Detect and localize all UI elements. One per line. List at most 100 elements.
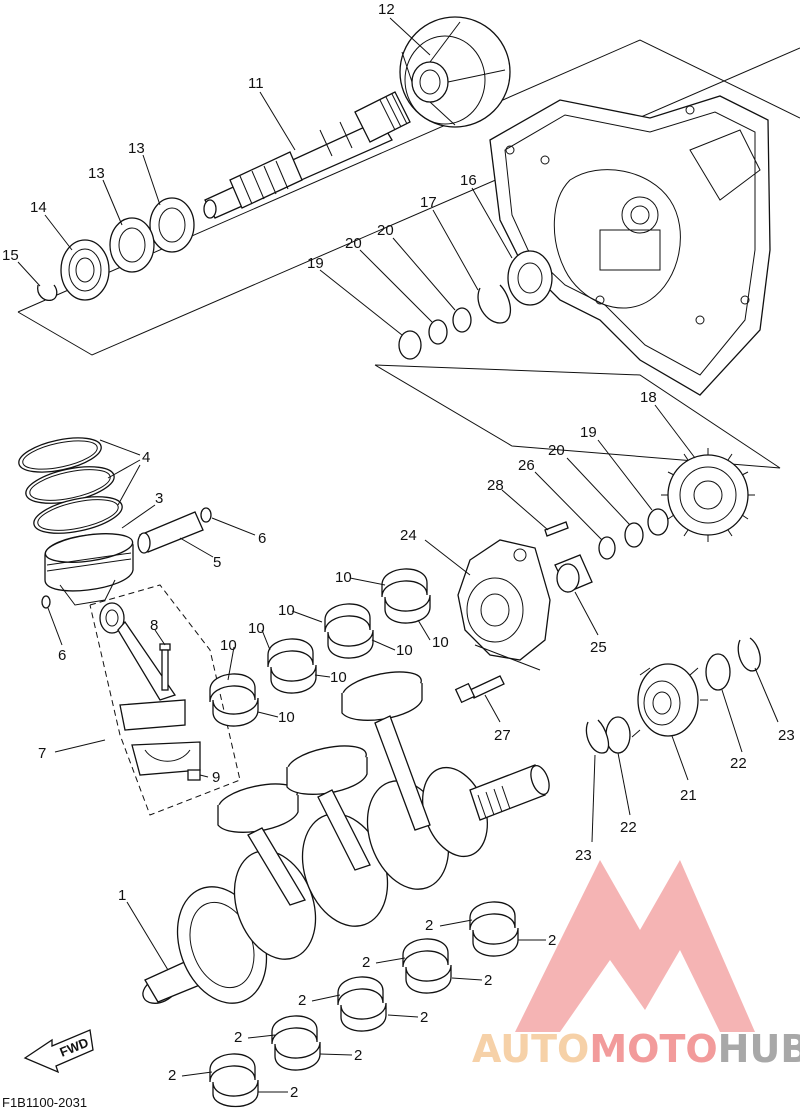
watermark-auto: AUTO [472, 1027, 589, 1071]
part-11-shaft [203, 91, 411, 219]
label-20: 20 [548, 442, 565, 459]
label-28: 28 [487, 477, 504, 494]
label-10: 10 [432, 634, 449, 651]
part-2-bearing-pair-4 [402, 938, 452, 994]
part-10-bearing-pair-1 [209, 673, 259, 727]
part-9-nut [187, 769, 201, 781]
label-19: 19 [580, 424, 597, 441]
label-15: 15 [2, 247, 19, 264]
part-10-bearing-pair-2 [267, 638, 317, 694]
part-10-bearing-pair-4 [381, 568, 431, 624]
conrod-group-outline [89, 584, 241, 816]
part-13-seal-2 [109, 217, 155, 273]
part-2-bearing-pair-2 [271, 1015, 321, 1071]
label-2: 2 [290, 1084, 298, 1101]
part-17-circlip [477, 284, 512, 324]
part-14-bearing [60, 239, 110, 301]
label-17: 17 [420, 194, 437, 211]
part-25-bushing [554, 554, 593, 593]
part-4-piston-rings [18, 437, 123, 534]
label-20: 20 [345, 235, 362, 252]
part-28-pin [544, 521, 569, 537]
part-24-housing [457, 539, 551, 671]
part-12-impeller [399, 16, 511, 128]
part-27-bolt [454, 675, 505, 704]
part-21-gear [631, 663, 708, 738]
part-22-ring-upper [705, 653, 731, 691]
drawing-code: F1B1100-2031 [2, 1095, 87, 1110]
label-8: 8 [150, 617, 158, 634]
part-23-circlip-upper [737, 637, 761, 672]
label-10: 10 [335, 569, 352, 586]
label-21: 21 [680, 787, 697, 804]
automotohub-logo-icon [515, 860, 755, 1032]
part-15-circlip [37, 284, 58, 301]
label-11: 11 [248, 75, 264, 92]
label-7: 7 [38, 745, 46, 762]
label-25: 25 [590, 639, 607, 656]
part-7-connecting-rod [99, 602, 201, 776]
label-26: 26 [518, 457, 535, 474]
label-13: 13 [128, 140, 145, 157]
crankcase-cover [489, 95, 771, 396]
part-19-ring-upper [398, 330, 422, 360]
label-10: 10 [248, 620, 265, 637]
label-2: 2 [354, 1047, 362, 1064]
label-10: 10 [278, 602, 295, 619]
crank-piston-3 [341, 671, 431, 831]
watermark-hub: HUB [718, 1027, 800, 1071]
label-10: 10 [396, 642, 413, 659]
label-13: 13 [88, 165, 105, 182]
label-10: 10 [220, 637, 237, 654]
label-24: 24 [400, 527, 417, 544]
label-9: 9 [212, 769, 220, 786]
part-20-ring-lower [624, 522, 644, 548]
part-20-ring-upper-2 [428, 319, 448, 345]
part-20-ring-upper-1 [452, 307, 472, 333]
label-2: 2 [168, 1067, 176, 1084]
label-5: 5 [213, 554, 221, 571]
leader-lines-bearings [181, 577, 546, 1093]
part-22-ring-lower [605, 716, 631, 754]
watermark-moto: MOTO [589, 1027, 717, 1071]
automotohub-watermark: AUTOMOTOHUB [472, 860, 800, 1071]
label-2: 2 [425, 917, 433, 934]
label-2: 2 [548, 932, 556, 949]
part-6-clip-upper [200, 507, 212, 523]
label-20: 20 [377, 222, 394, 239]
label-6: 6 [258, 530, 266, 547]
part-2-bearing-pair-5 [469, 901, 519, 957]
label-23: 23 [575, 847, 592, 864]
label-12: 12 [378, 1, 395, 18]
part-labels: 12 11 13 13 14 15 16 17 20 20 19 18 19 2… [2, 1, 795, 1101]
label-2: 2 [234, 1029, 242, 1046]
part-13-seal-1 [149, 197, 195, 253]
part-19-ring-lower [647, 508, 669, 536]
label-10: 10 [278, 709, 295, 726]
label-23: 23 [778, 727, 795, 744]
label-2: 2 [420, 1009, 428, 1026]
part-6-clip-lower [41, 595, 51, 609]
shaft-assembly-group [17, 16, 800, 396]
label-14: 14 [30, 199, 47, 216]
part-2-bearing-pair-1 [209, 1053, 259, 1108]
label-18: 18 [640, 389, 657, 406]
part-1-crankshaft [142, 764, 550, 1004]
leader-lines [17, 17, 779, 971]
label-4: 4 [142, 449, 150, 466]
label-3: 3 [155, 490, 163, 507]
label-1: 1 [118, 887, 126, 904]
part-8-bolt [159, 643, 171, 691]
bracket-lower-group [374, 364, 781, 469]
fwd-arrow-icon: FWD [23, 1029, 94, 1074]
label-6: 6 [58, 647, 66, 664]
part-26-ring [598, 536, 616, 560]
part-16-bearing [507, 250, 553, 306]
part-5-piston-pin [137, 511, 204, 554]
crank-piston-2 [286, 745, 371, 871]
part-3-piston [44, 533, 134, 606]
label-27: 27 [494, 727, 511, 744]
label-22: 22 [730, 755, 747, 772]
part-18-gear [661, 448, 755, 542]
